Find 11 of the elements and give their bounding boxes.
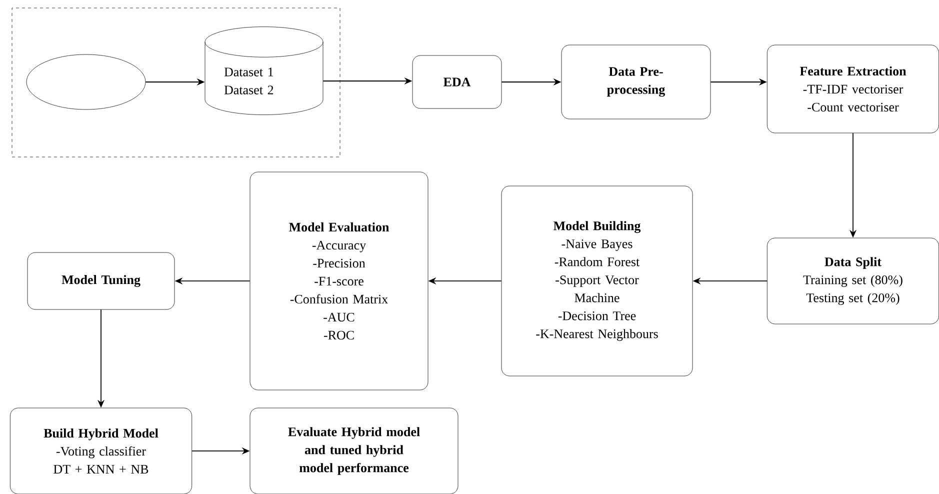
process-box: Model Tuning bbox=[27, 252, 175, 310]
process-box: Feature Extraction -TF-IDF vectoriser -Count vectoriser bbox=[766, 44, 939, 134]
process-box: Model Building -Naive Bayes -Random Forest -Support Vector Machine -Decision Tree -K-Nearest Neighbours bbox=[501, 186, 693, 376]
process-box: Data Pre-processing bbox=[561, 44, 711, 120]
process-box: EDA bbox=[412, 55, 502, 109]
process-box: Build Hybrid Model -Voting classifier DT + KNN + NB bbox=[10, 408, 192, 494]
process-box: Evaluate Hybrid model and tuned hybrid model performance bbox=[250, 408, 458, 494]
dashed-group-box bbox=[12, 8, 340, 158]
process-box: Data Split Training set (80%) Testing set (20%) bbox=[766, 238, 939, 324]
process-box: Model Evaluation -Accuracy -Precision -F1-score -Confusion Matrix -AUC -ROC bbox=[250, 172, 428, 390]
ellipse-shape bbox=[26, 54, 146, 110]
